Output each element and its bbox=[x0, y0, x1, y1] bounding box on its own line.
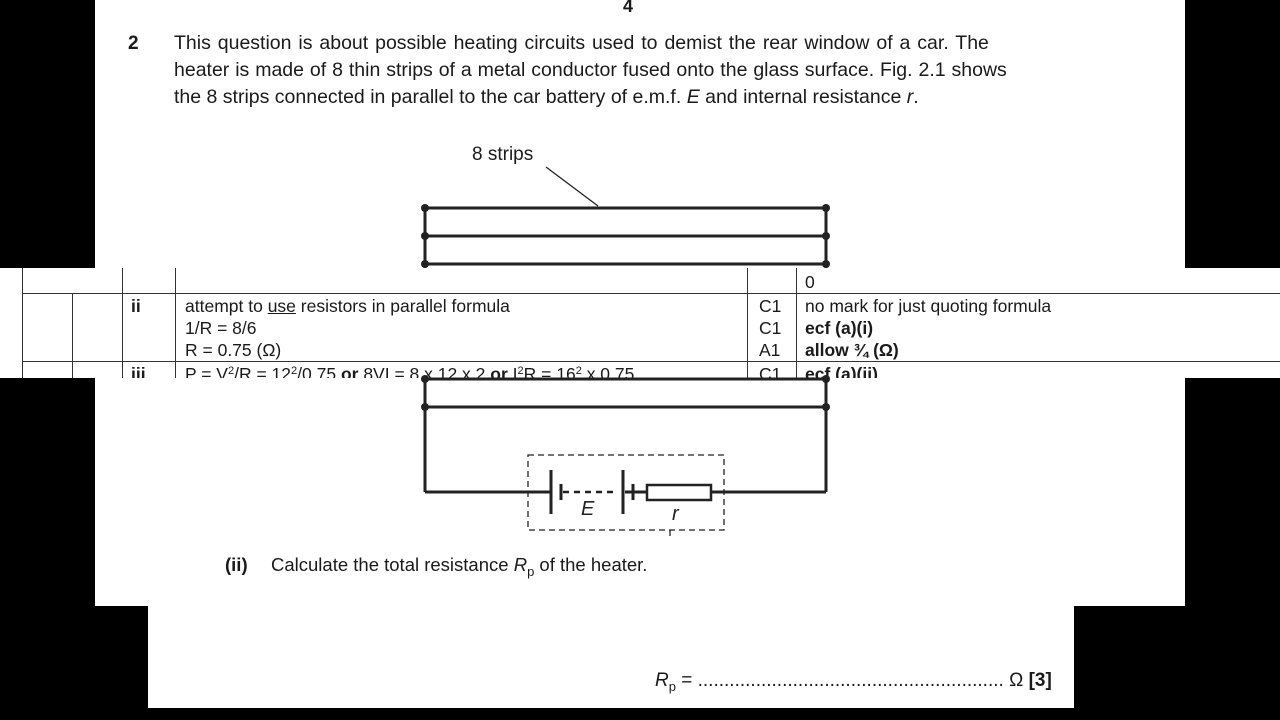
table-fragment-text: 0 bbox=[805, 272, 815, 292]
part-label: iii bbox=[131, 364, 146, 378]
mark-code: C1 bbox=[759, 318, 782, 338]
question-text-fragment: the 8 strips connected in parallel to th… bbox=[174, 86, 687, 108]
junction-dot bbox=[822, 260, 830, 268]
junction-dot bbox=[421, 232, 429, 240]
answer-line: 1/R = 8/6 bbox=[185, 318, 257, 338]
internal-resistance-label: r bbox=[672, 503, 680, 525]
table-column-rule bbox=[175, 268, 176, 378]
mark-code: A1 bbox=[759, 340, 781, 360]
internal-resistor bbox=[645, 483, 713, 502]
junction-dot bbox=[421, 260, 429, 268]
answer-symbol: R bbox=[655, 670, 669, 691]
junction-dot bbox=[822, 375, 830, 383]
answer-unit: Ω bbox=[1003, 670, 1029, 691]
question-number: 2 bbox=[128, 33, 139, 54]
mark-code: C1 bbox=[759, 364, 782, 378]
exponent: 2 bbox=[291, 365, 298, 377]
answer-text: R = 16 bbox=[523, 364, 576, 378]
sub-question-fragment: of the heater. bbox=[534, 554, 648, 575]
sub-question-label: (ii) bbox=[225, 554, 248, 575]
guidance-text: ecf (a)(ii) bbox=[805, 364, 878, 378]
or-keyword: or bbox=[490, 364, 508, 378]
exponent: 2 bbox=[575, 365, 582, 377]
table-column-rule bbox=[72, 293, 73, 378]
table-column-rule bbox=[22, 268, 23, 378]
answer-line: P = V2/R = 122/0.75 or 8VI = 8 x 12 x 2 … bbox=[185, 364, 634, 378]
answer-text: I bbox=[507, 364, 518, 378]
marks-available: [3] bbox=[1028, 670, 1052, 691]
question-text-line: This question is about possible heating … bbox=[174, 32, 989, 54]
question-text-line: heater is made of 8 thin strips of a met… bbox=[174, 59, 1007, 81]
sub-question-fragment: Calculate the total resistance bbox=[271, 554, 514, 575]
answer-line: R = 0.75 (Ω) bbox=[185, 340, 282, 360]
guidance-bold: allow ¾ (Ω) bbox=[805, 340, 899, 360]
guidance-text: allow ¾ (Ω) bbox=[805, 340, 899, 361]
page-number: 4 bbox=[623, 0, 634, 16]
heater-strips-diagram-top bbox=[421, 166, 830, 268]
junction-dot bbox=[822, 204, 830, 212]
heater-circuit-diagram: E r bbox=[421, 375, 830, 536]
junction-dot bbox=[822, 403, 830, 411]
table-column-rule bbox=[747, 268, 748, 378]
answer-text: /R = 12 bbox=[234, 364, 292, 378]
strips-label: 8 strips bbox=[472, 144, 534, 165]
mark-code: C1 bbox=[759, 296, 782, 316]
table-rule bbox=[22, 293, 1280, 294]
mark-scheme-overlay: 0 ii attempt to use resistors in paralle… bbox=[0, 268, 1280, 378]
answer-blank[interactable]: ........................................… bbox=[697, 670, 1004, 691]
exponent: 2 bbox=[227, 365, 235, 377]
guidance-text: no mark for just quoting formula bbox=[805, 296, 1052, 316]
question-text-fragment: and internal resistance bbox=[699, 86, 907, 108]
junction-dot bbox=[421, 204, 429, 212]
question-text-fragment: . bbox=[913, 86, 919, 108]
answer-equals: = bbox=[675, 670, 698, 691]
answer-text: resistors in parallel formula bbox=[295, 296, 510, 316]
exam-page-bottom: Rp = ...................................… bbox=[148, 606, 1074, 708]
or-keyword: or bbox=[340, 364, 359, 378]
internal-resistance-symbol: r bbox=[906, 86, 914, 108]
exam-page-middle: E r (ii) Calculate the total resistance … bbox=[95, 375, 1185, 606]
junction-dot bbox=[421, 375, 429, 383]
emf-label: E bbox=[581, 498, 595, 520]
part-label: ii bbox=[131, 296, 141, 316]
emf-symbol: E bbox=[686, 86, 700, 108]
answer-subscript: p bbox=[668, 679, 676, 694]
resistance-subscript: p bbox=[527, 564, 535, 579]
answer-text: 8VI = 8 x 12 x 2 bbox=[358, 364, 491, 378]
guidance-text: ecf (a)(i) bbox=[805, 318, 874, 338]
table-rule bbox=[22, 361, 1280, 362]
junction-dot bbox=[822, 232, 830, 240]
resistance-symbol: R bbox=[513, 554, 528, 575]
exponent: 2 bbox=[517, 365, 524, 377]
answer-text: attempt to bbox=[185, 296, 268, 316]
strips-pointer-line bbox=[545, 166, 599, 207]
answer-text-underlined: use bbox=[267, 296, 296, 316]
exam-page-top: 4 2 This question is about possible heat… bbox=[95, 0, 1185, 268]
table-column-rule bbox=[122, 268, 123, 378]
battery-enclosure bbox=[527, 454, 725, 531]
table-column-rule bbox=[796, 268, 797, 378]
question-text-line: the 8 strips connected in parallel to th… bbox=[174, 86, 919, 109]
sub-question-text: Calculate the total resistance Rp of the… bbox=[271, 554, 647, 579]
answer-text: x 0.75 bbox=[581, 364, 635, 378]
answer-text: P = V bbox=[185, 364, 228, 378]
answer-text: /0.75 bbox=[297, 364, 341, 378]
junction-dot bbox=[421, 403, 429, 411]
answer-line[interactable]: Rp = ...................................… bbox=[655, 670, 1052, 694]
answer-line: attempt to use resistors in parallel for… bbox=[185, 296, 510, 317]
